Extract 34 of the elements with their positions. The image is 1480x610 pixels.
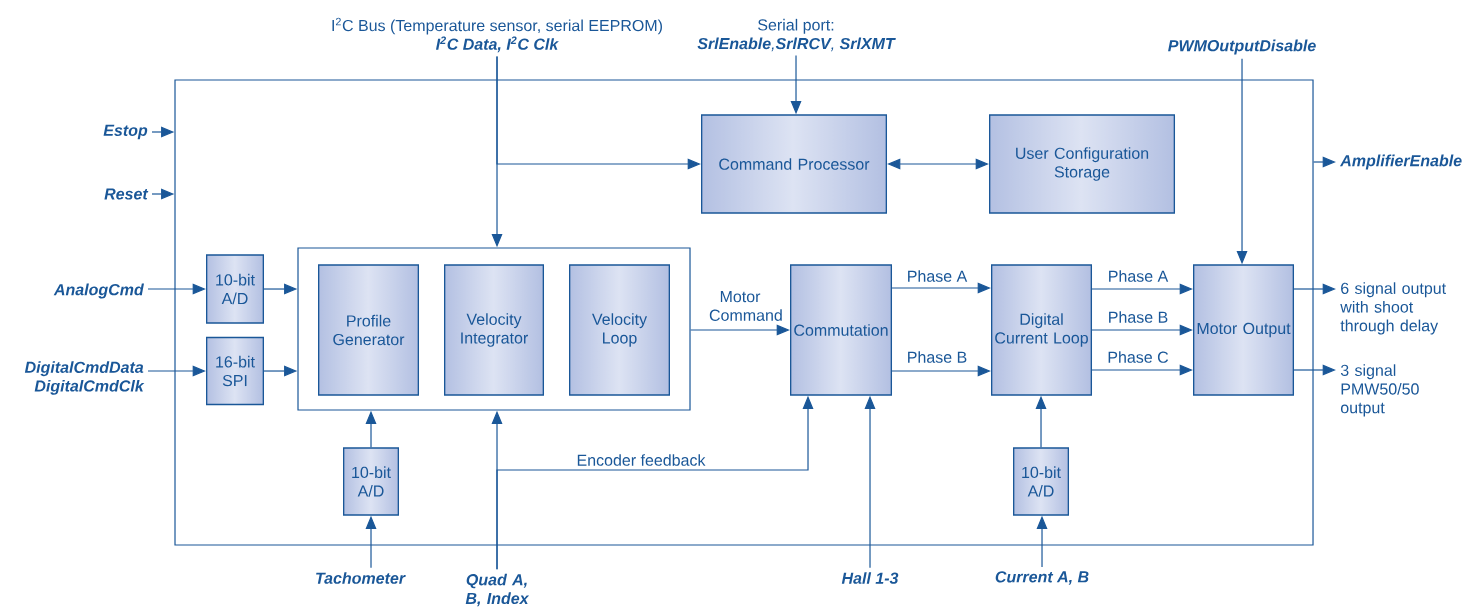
signal-label: DigitalCmdData DigitalCmdClk — [24, 361, 145, 395]
process-box: 16-bit SPI — [206, 336, 264, 406]
edge-label: Encoder feedback — [575, 452, 707, 468]
signal-label: Hall 1-3 — [841, 572, 899, 584]
process-box: Velocity Loop — [569, 264, 670, 396]
edge-label: Phase A — [905, 268, 969, 284]
signal-label: I$^{2}$C Bus (Temperature sensor, serial EEPROM) I$^{2}$C Data, I$^{2}$C Clk — [332, 17, 662, 53]
process-box: 10-bit A/D — [206, 254, 264, 324]
process-box: 10-bit A/D — [343, 447, 399, 516]
output-label: 6 signal output with shoot through delay — [1340, 282, 1446, 335]
process-box: Command Processor — [701, 114, 887, 214]
signal-label: Reset — [104, 188, 149, 200]
edge-label: Phase C — [1106, 349, 1171, 365]
signal-label: Quad A, B, Index — [465, 573, 530, 607]
edge-label: Motor Command — [707, 289, 782, 323]
process-box: Digital Current Loop — [991, 264, 1092, 396]
edge-label: Phase A — [1106, 268, 1170, 284]
signal-label: Current A, B — [995, 571, 1089, 585]
system-boundary-box — [174, 79, 1314, 546]
edge-label: Phase B — [905, 349, 969, 365]
output-label: 3 signal PMW50/50 output — [1340, 364, 1419, 417]
process-box: Velocity Integrator — [444, 264, 544, 396]
process-box: Motor Output — [1193, 264, 1294, 396]
process-box: 10-bit A/D — [1013, 447, 1069, 516]
signal-label: PWMOutputDisable — [1168, 39, 1316, 55]
signal-label: Serial port: SrlEnable,SrlRCV, SrlXMT — [697, 18, 896, 52]
signal-label: Estop — [103, 124, 148, 140]
signal-label: Tachometer — [316, 572, 406, 584]
process-box: Profile Generator — [318, 264, 419, 396]
edge-label: Phase B — [1106, 309, 1170, 325]
signal-label: AnalogCmd — [53, 283, 144, 299]
process-box: Commutation — [790, 264, 892, 396]
process-box: User Configuration Storage — [989, 114, 1175, 214]
signal-label: AmplifierEnable — [1339, 154, 1462, 170]
